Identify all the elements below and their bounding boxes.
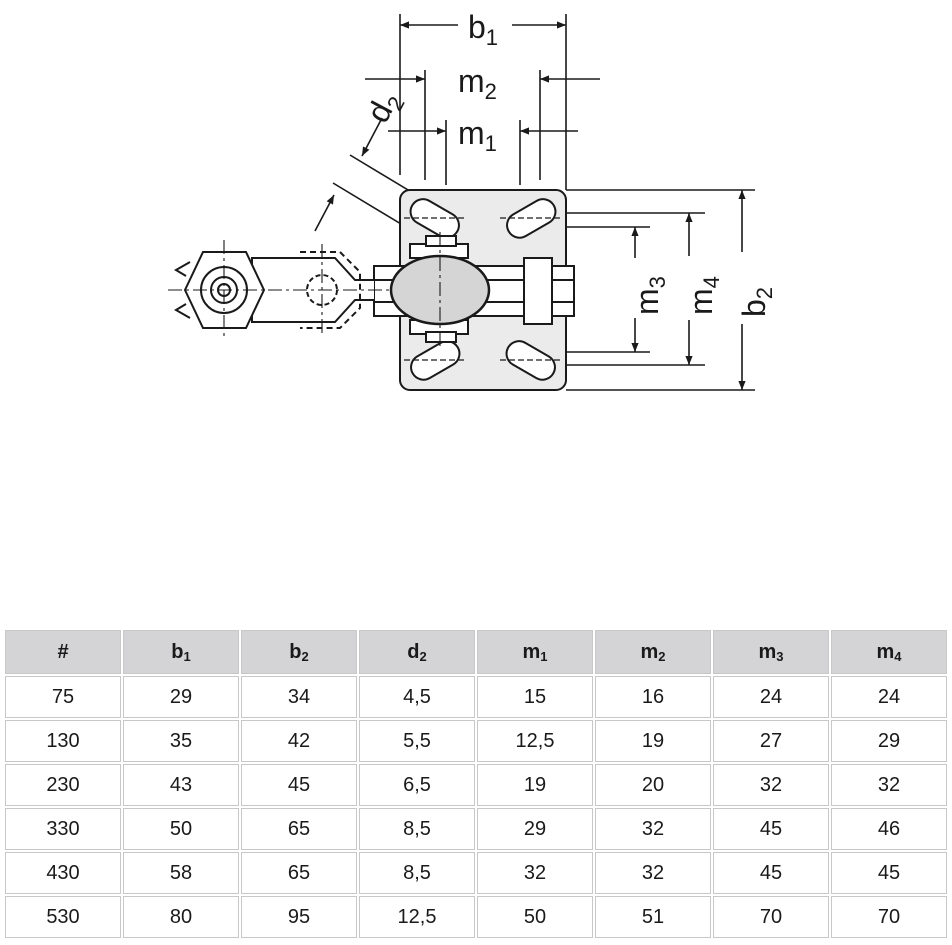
table-cell: 80	[123, 896, 239, 938]
table-cell: 32	[595, 852, 711, 894]
table-cell: 45	[831, 852, 947, 894]
column-header-subscript: 1	[183, 648, 191, 664]
table-cell: 430	[5, 852, 121, 894]
svg-text:m3: m3	[629, 276, 670, 315]
table-cell: 65	[241, 808, 357, 850]
table-cell: 32	[477, 852, 593, 894]
column-header-text: m	[522, 640, 541, 663]
column-header-subscript: 4	[894, 648, 902, 664]
column-header: #	[5, 630, 121, 674]
table-cell: 16	[595, 676, 711, 718]
column-header-text: d	[407, 640, 420, 663]
column-header: d2	[359, 630, 475, 674]
table-cell: 24	[831, 676, 947, 718]
column-header: b1	[123, 630, 239, 674]
clamp-technical-drawing: b1 m2 m1 d2 m3 m4 b2	[168, 9, 777, 391]
table-cell: 6,5	[359, 764, 475, 806]
table-cell: 29	[123, 676, 239, 718]
dimension-labels: b1 m2 m1 d2 m3 m4 b2	[359, 9, 777, 317]
column-header-text: m	[758, 640, 777, 663]
table-cell: 4,5	[359, 676, 475, 718]
table-cell: 8,5	[359, 808, 475, 850]
table-cell: 8,5	[359, 852, 475, 894]
table-cell: 70	[713, 896, 829, 938]
table-cell: 32	[713, 764, 829, 806]
table-cell: 130	[5, 720, 121, 762]
column-header-subscript: 2	[301, 648, 309, 664]
column-header-text: b	[171, 640, 184, 663]
table-cell: 12,5	[477, 720, 593, 762]
table-cell: 51	[595, 896, 711, 938]
table-cell: 42	[241, 720, 357, 762]
svg-text:m1: m1	[458, 115, 497, 156]
table-cell: 43	[123, 764, 239, 806]
table-cell: 330	[5, 808, 121, 850]
column-header-text: m	[640, 640, 659, 663]
table-cell: 70	[831, 896, 947, 938]
center-lines	[168, 232, 441, 350]
column-header-text: #	[57, 640, 69, 663]
table-cell: 50	[123, 808, 239, 850]
svg-text:d2: d2	[359, 85, 409, 131]
column-header: m2	[595, 630, 711, 674]
column-header-subscript: 2	[419, 648, 427, 664]
table-cell: 35	[123, 720, 239, 762]
svg-text:m4: m4	[683, 276, 724, 315]
table-cell: 230	[5, 764, 121, 806]
table-cell: 45	[713, 852, 829, 894]
table-cell: 50	[477, 896, 593, 938]
table-cell: 46	[831, 808, 947, 850]
table-cell: 32	[831, 764, 947, 806]
table-cell: 19	[595, 720, 711, 762]
table-cell: 45	[713, 808, 829, 850]
table-cell: 34	[241, 676, 357, 718]
table-cell: 32	[595, 808, 711, 850]
svg-text:b1: b1	[468, 9, 498, 50]
table-cell: 27	[713, 720, 829, 762]
table-cell: 95	[241, 896, 357, 938]
table-cell: 65	[241, 852, 357, 894]
column-header-subscript: 2	[658, 648, 666, 664]
table-cell: 29	[831, 720, 947, 762]
column-header: m3	[713, 630, 829, 674]
column-header-subscript: 3	[776, 648, 784, 664]
svg-text:m2: m2	[458, 63, 497, 104]
svg-text:b2: b2	[736, 287, 777, 317]
column-header-text: b	[289, 640, 302, 663]
table-cell: 58	[123, 852, 239, 894]
table-cell: 75	[5, 676, 121, 718]
table-cell: 530	[5, 896, 121, 938]
table-cell: 15	[477, 676, 593, 718]
column-header-subscript: 1	[540, 648, 548, 664]
column-header: m1	[477, 630, 593, 674]
table-cell: 45	[241, 764, 357, 806]
column-header: b2	[241, 630, 357, 674]
table-cell: 12,5	[359, 896, 475, 938]
table-cell: 24	[713, 676, 829, 718]
column-header-text: m	[876, 640, 895, 663]
column-header: m4	[831, 630, 947, 674]
table-cell: 5,5	[359, 720, 475, 762]
table-cell: 19	[477, 764, 593, 806]
table-cell: 29	[477, 808, 593, 850]
table-cell: 20	[595, 764, 711, 806]
